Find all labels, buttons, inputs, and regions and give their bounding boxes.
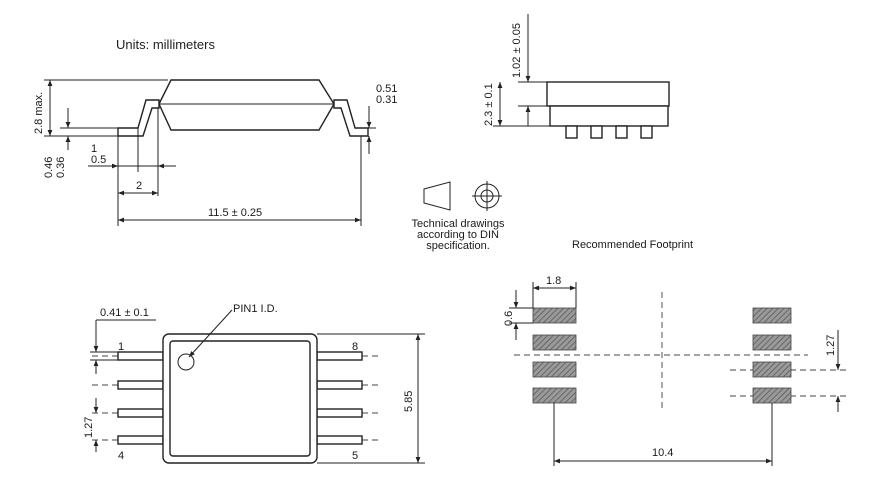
dim-lead-width: 0.41 ± 0.1: [100, 307, 149, 319]
footprint-title: Recommended Footprint: [572, 239, 693, 251]
pin-number-8: 8: [352, 341, 358, 353]
dim-lead-w-a: 1: [91, 143, 97, 155]
dim-end-top: 1.02 ± 0.05: [511, 23, 523, 78]
top-lead: [117, 351, 164, 361]
dim-footprint-pitch: 1.27: [825, 335, 837, 356]
footprint-pad: [532, 387, 577, 404]
end-view-lead: [590, 125, 603, 139]
footprint-pad: [532, 334, 577, 351]
footprint: 1.8 0.6 1.27 10.4: [503, 275, 846, 466]
footprint-pad: [752, 387, 792, 404]
dim-span-2: 2: [136, 180, 142, 192]
projection-note-line-3: specification.: [426, 240, 490, 252]
top-lead: [117, 435, 164, 445]
end-view: 1.02 ± 0.05 2.3 ± 0.1: [483, 14, 670, 139]
dim-standoff-a: 0.51: [376, 83, 397, 95]
footprint-pad: [532, 307, 577, 324]
top-lead: [316, 380, 363, 390]
end-view-lead: [615, 125, 628, 139]
pin1-label: PIN1 I.D.: [233, 303, 278, 315]
footprint-pad: [532, 361, 577, 378]
dim-pitch: 1.27: [83, 417, 95, 438]
pin-number-5: 5: [352, 450, 358, 462]
footprint-pad: [752, 334, 792, 351]
dim-height-max: 2.8 max.: [33, 92, 45, 134]
top-lead: [316, 408, 363, 418]
dim-overall: 11.5 ± 0.25: [208, 207, 262, 219]
cone-icon: [423, 181, 451, 211]
dim-lead-thk-b: 0.36: [55, 157, 67, 178]
units-note: Units: millimeters: [116, 37, 215, 52]
top-view: PIN1 I.D. 0.41 ± 0.1 1.27 1 4 8 5 5.85: [83, 303, 425, 464]
footprint-pad: [752, 361, 792, 378]
projection-note-line-2: according to DIN: [417, 229, 499, 241]
dim-standoff-b: 0.31: [376, 94, 397, 106]
pin-number-1: 1: [118, 341, 124, 353]
projection-symbol: Technical drawings according to DIN spec…: [412, 181, 505, 252]
dim-body-width: 5.85: [403, 391, 415, 412]
end-view-lead: [640, 125, 653, 139]
dim-lead-thk-a: 0.46: [43, 157, 55, 178]
end-view-body: [549, 105, 669, 127]
dim-pad-length: 1.8: [546, 275, 561, 287]
dim-footprint-span: 10.4: [652, 447, 673, 459]
top-lead: [316, 435, 363, 445]
top-lead: [117, 408, 164, 418]
top-lead: [316, 351, 363, 361]
dim-pad-width: 0.6: [503, 311, 515, 326]
end-view-top: [546, 81, 670, 107]
dim-lead-w-b: 0.5: [91, 154, 106, 166]
projection-note-line-1: Technical drawings: [412, 218, 505, 230]
end-view-lead: [565, 125, 578, 139]
footprint-pad: [752, 307, 792, 324]
pin-number-4: 4: [118, 450, 124, 462]
dim-end-height: 2.3 ± 0.1: [483, 83, 495, 126]
side-view-right-lead: [333, 99, 369, 137]
side-view-body: [158, 79, 335, 131]
pin1-indicator-icon: [177, 353, 195, 371]
top-lead: [117, 380, 164, 390]
top-view-body-inner: [169, 340, 311, 457]
side-view: 2.8 max. 0.46 0.36 1 0.5 2 11.5 ± 0.25 0…: [33, 79, 397, 226]
